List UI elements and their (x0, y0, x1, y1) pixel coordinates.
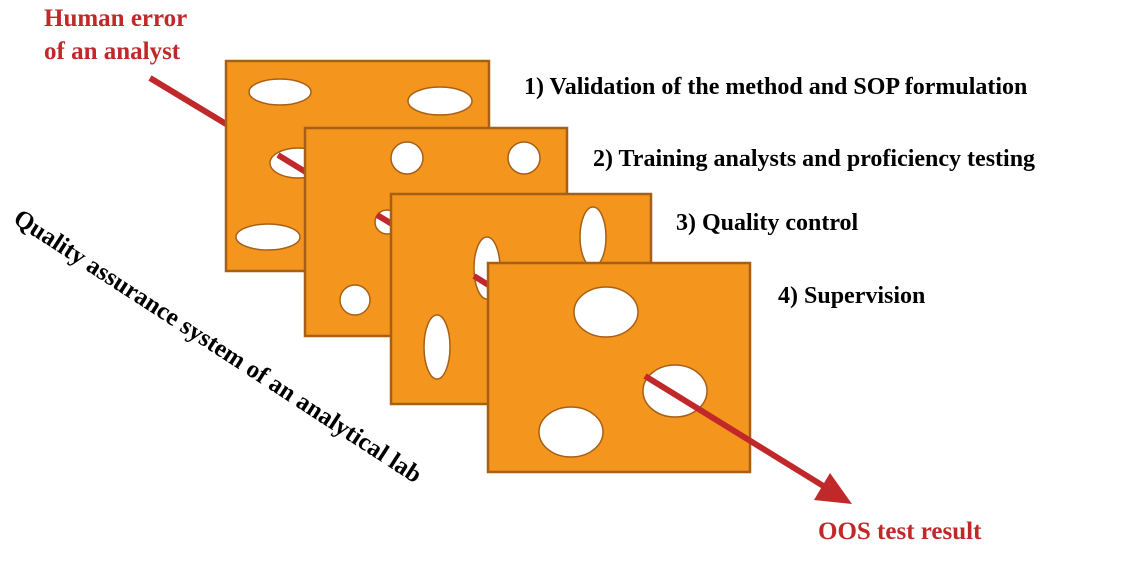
cheese-slice-4 (486, 261, 752, 474)
slice-4-hole (538, 406, 604, 458)
layer-label-3: 3) Quality control (676, 210, 859, 236)
input-label-line-1: Human error (44, 5, 187, 32)
slice-3-hole (423, 314, 451, 380)
error-path-segment-3 (375, 212, 394, 227)
slice-1-hole (248, 78, 312, 106)
slice-1-hole (235, 223, 301, 251)
layer-label-4: 4) Supervision (778, 283, 925, 309)
layer-label-1: 1) Validation of the method and SOP form… (524, 74, 1027, 100)
slice-2-hole (507, 141, 541, 175)
slice-4-hole (573, 286, 639, 338)
input-label-line-2: of an analyst (44, 38, 181, 65)
slice-3-hole (579, 206, 607, 268)
slice-2-hole (339, 284, 371, 316)
slice-1-hole (407, 86, 473, 116)
layer-label-2: 2) Training analysts and proficiency tes… (593, 146, 1035, 172)
output-label: OOS test result (818, 518, 982, 545)
arrow-head-icon (814, 473, 852, 504)
error-path-segment-5 (643, 373, 827, 490)
slice-2-hole (390, 141, 424, 175)
